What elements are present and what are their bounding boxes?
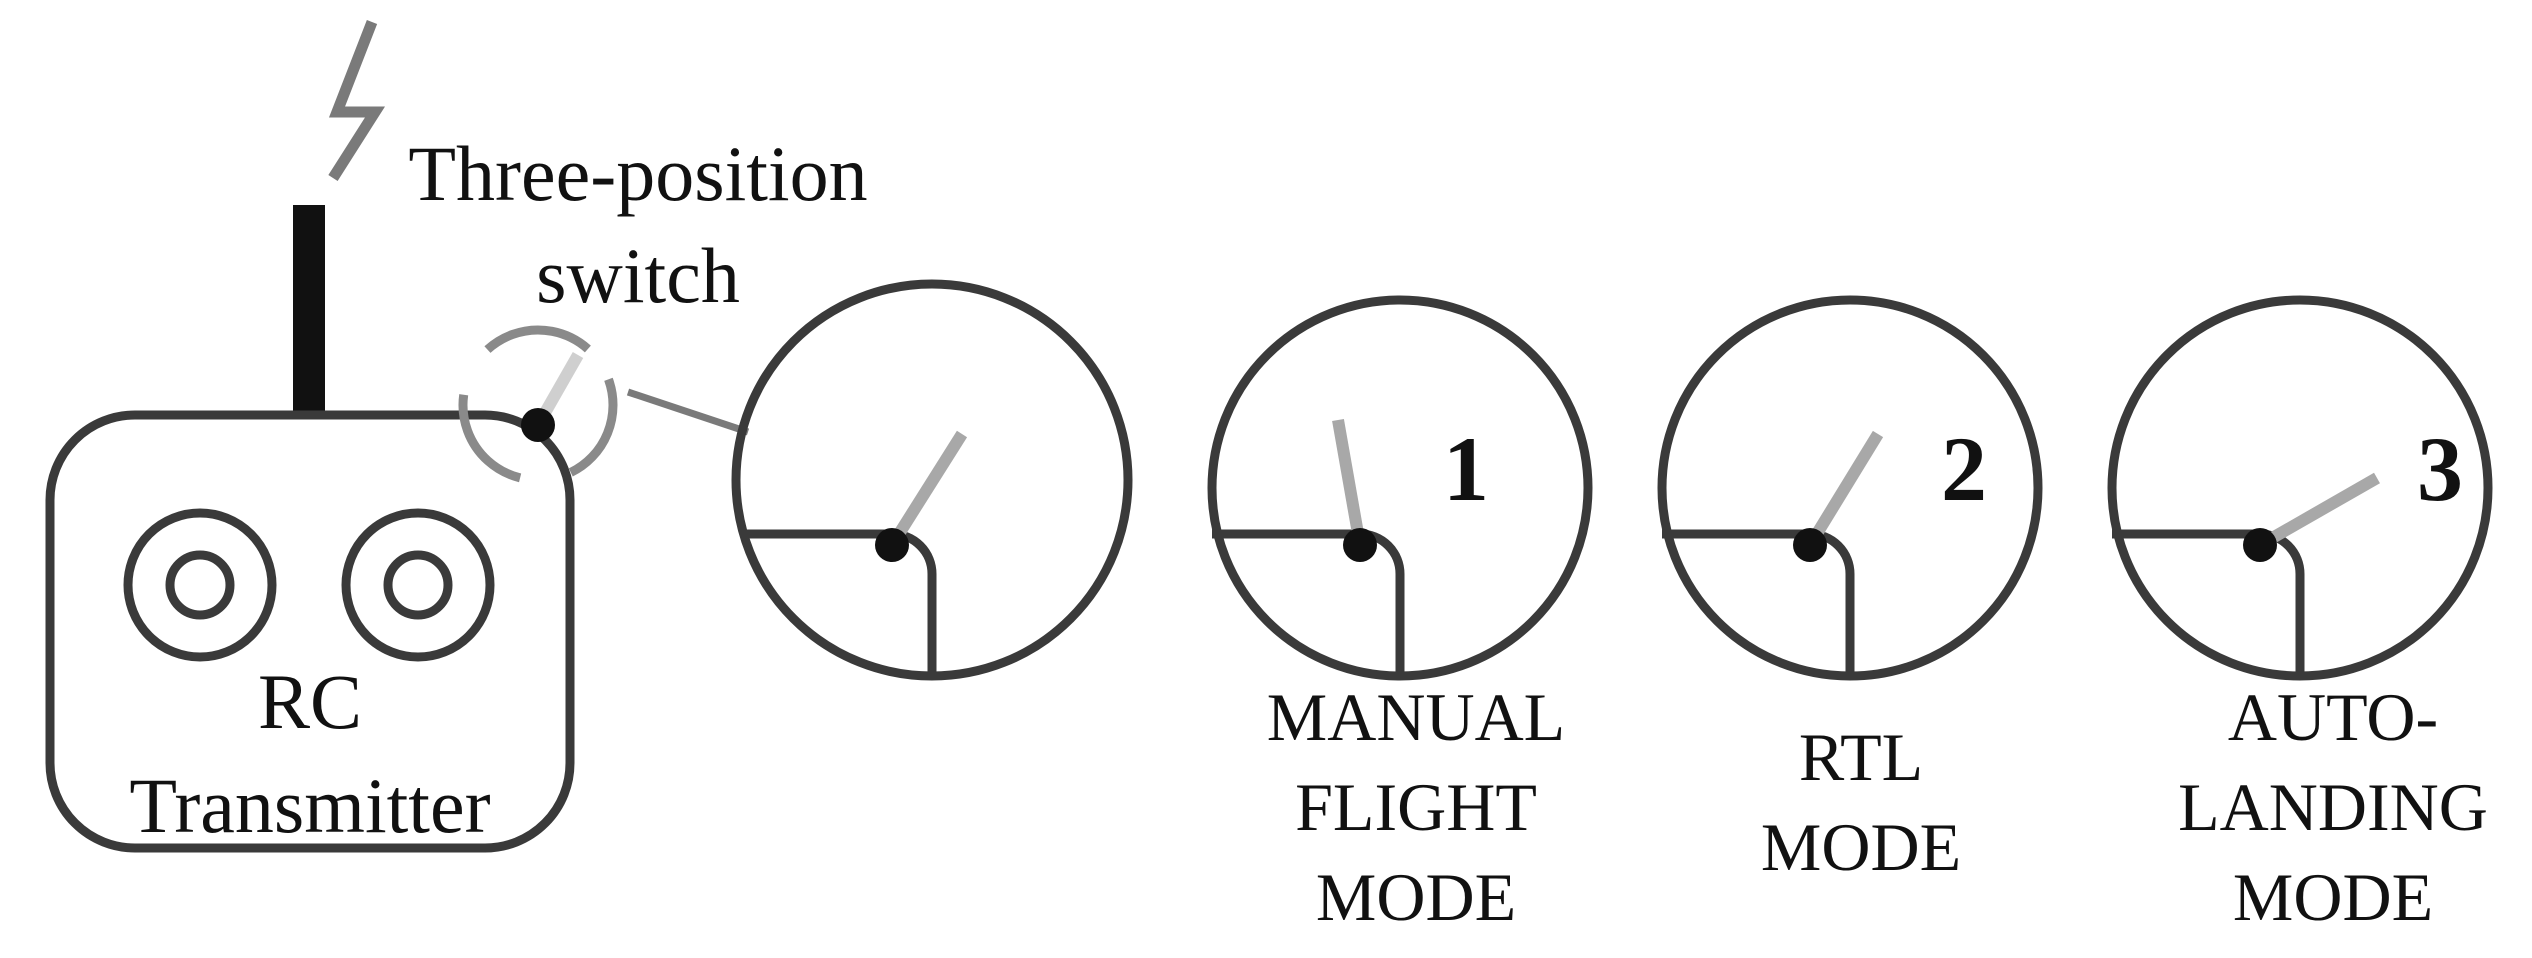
mode-label-1-line-1: MANUAL <box>1267 679 1565 755</box>
switch-position-2: 2 <box>1657 295 2043 681</box>
switch-label-line-2: switch <box>536 232 740 319</box>
switch-position-3-lever <box>2257 472 2380 551</box>
mode-label-1-line-3: MODE <box>1316 859 1516 935</box>
switch-position-1: 1 <box>1207 295 1593 681</box>
switch-highlight <box>458 325 618 485</box>
left-joystick <box>123 508 277 662</box>
rc-transmitter-body <box>45 410 575 853</box>
transmitter-label-line-1: RC <box>258 658 362 745</box>
magnified-switch <box>731 279 1133 681</box>
position-number-1: 1 <box>1443 418 1489 520</box>
switch-position-2-lever <box>1804 430 1884 549</box>
radio-signal-icon <box>328 20 386 181</box>
switch-pivot <box>521 408 555 442</box>
leader-line <box>626 388 750 436</box>
mode-label-1-line-2: FLIGHT <box>1295 769 1537 845</box>
antenna <box>293 205 325 418</box>
position-number-2: 2 <box>1941 418 1987 520</box>
mode-label-3-line-2: LANDING <box>2178 769 2488 845</box>
switch-position-3: 3 <box>2107 295 2493 681</box>
mode-label-2-line-1: RTL <box>1799 719 1923 795</box>
mode-label-3-line-3: MODE <box>2233 859 2433 935</box>
switch-label-line-1: Three-position <box>408 130 867 217</box>
switch-position-1-lever <box>1332 418 1366 547</box>
mode-label-3-line-1: AUTO- <box>2228 679 2438 755</box>
position-number-3: 3 <box>2417 418 2463 520</box>
right-joystick <box>341 508 495 662</box>
transmitter-label-line-2: Transmitter <box>129 762 490 849</box>
mode-label-2-line-2: MODE <box>1761 809 1961 885</box>
